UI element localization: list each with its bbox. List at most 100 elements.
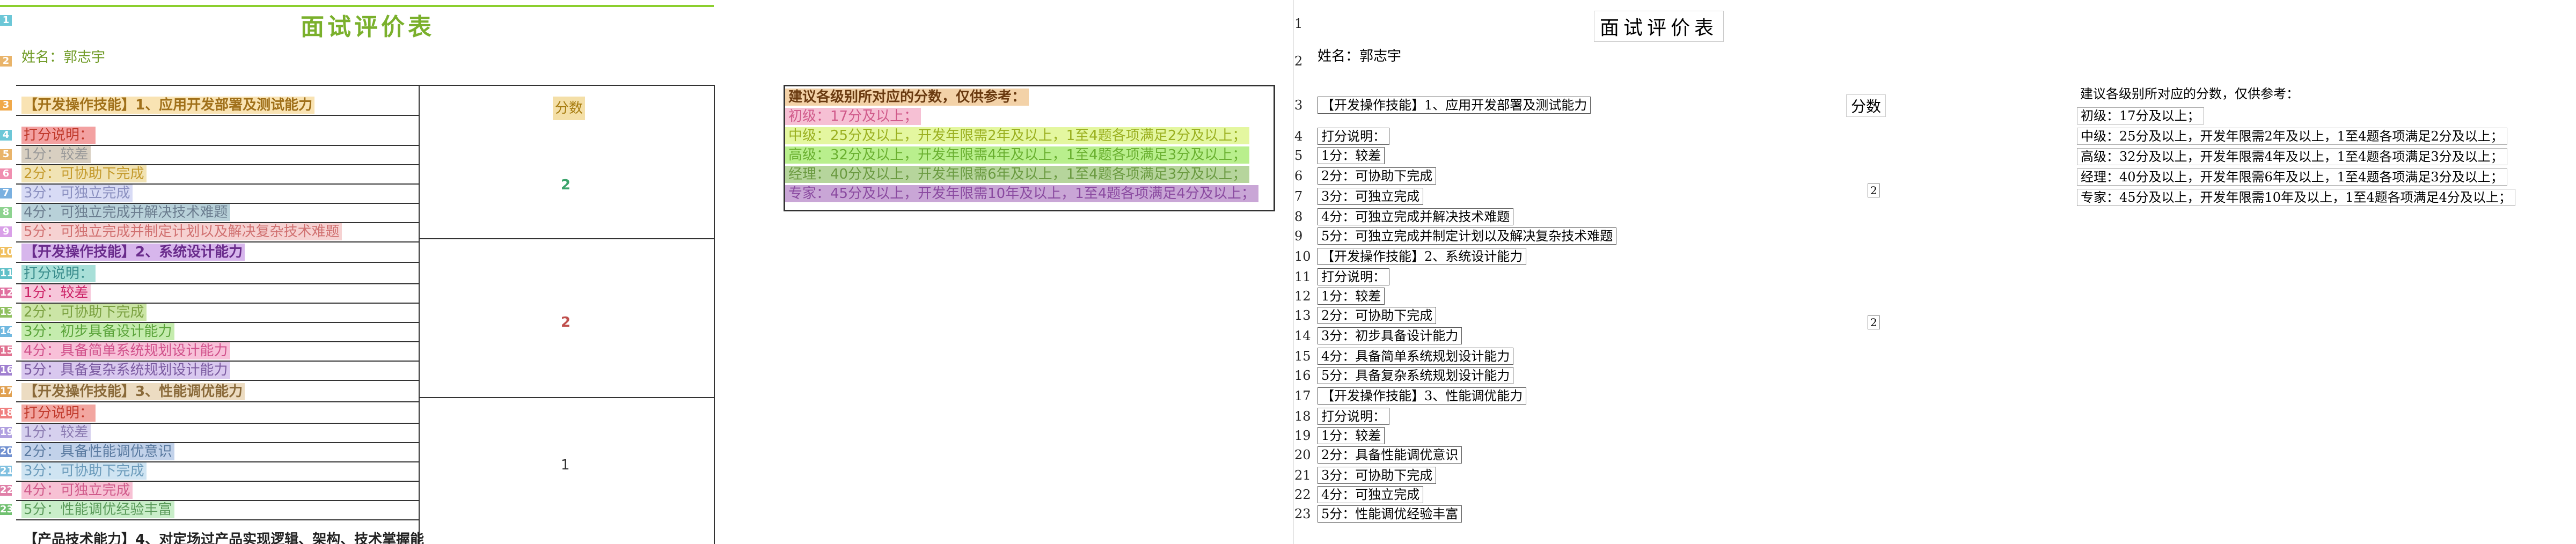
row-number-19[interactable]: 19 (0, 427, 14, 438)
row-number-3[interactable]: 3 (0, 100, 12, 111)
row-number-18[interactable]: 18 (0, 407, 14, 418)
row-number-15[interactable]: 15 (0, 345, 14, 356)
row-number-11[interactable]: 11 (0, 268, 14, 279)
criteria-cell-20[interactable]: 2分：具备性能调优意识 (21, 443, 174, 460)
table-column-divider (419, 85, 420, 544)
section-border (419, 397, 714, 398)
row-border (16, 322, 419, 323)
criteria-cell-6[interactable]: 2分：可协助下完成 (21, 165, 147, 182)
row-border (16, 500, 419, 501)
criteria-cell-12[interactable]: 1分：较差 (21, 284, 91, 302)
criteria-cell-22[interactable]: 4分：可独立完成 (21, 482, 133, 499)
table-right-border (714, 85, 715, 544)
score-header[interactable]: 分数 (553, 97, 585, 120)
row-border (16, 442, 419, 443)
preview-row-6: 6 (1294, 168, 1303, 183)
criteria-cell-4[interactable]: 打分说明： (21, 127, 96, 144)
criteria-cell-16[interactable]: 5分：具备复杂系统规划设计能力 (21, 362, 230, 379)
preview-cell-11: 打分说明： (1318, 268, 1389, 285)
criteria-cell-19[interactable]: 1分：较差 (21, 424, 91, 441)
preview-cell-6: 2分：可协助下完成 (1318, 167, 1437, 185)
partial-row-text[interactable]: 【产品技术能力】4、对定场过产品实现逻辑、架构、技术掌握能 (24, 532, 425, 544)
row-number-23[interactable]: 23 (0, 504, 14, 515)
print-preview-pane[interactable]: 1 2 面试评价表 姓名：郭志宇 分数 2 2 3【开发操作技能】1、应用开发部… (1293, 0, 2576, 544)
row-number-14[interactable]: 14 (0, 326, 14, 337)
table-top-border (16, 85, 714, 86)
preview-row-5: 5 (1294, 148, 1303, 163)
preview-cell-15: 4分：具备简单系统规划设计能力 (1318, 348, 1514, 365)
preview-cell-18: 打分说明： (1318, 408, 1389, 425)
criteria-cell-3[interactable]: 【开发操作技能】1、应用开发部署及测试能力 (21, 97, 315, 114)
reference-line-1: 初级：17分及以上； (785, 108, 921, 125)
criteria-cell-21[interactable]: 3分：可协助下完成 (21, 462, 147, 480)
criteria-cell-23[interactable]: 5分：性能调优经验丰富 (21, 501, 174, 518)
preview-row-14: 14 (1294, 328, 1311, 343)
preview-reference-line-4: 经理：40分及以上，开发年限需6年及以上，1至4题各项满足3分及以上； (2077, 168, 2507, 186)
criteria-cell-15[interactable]: 4分：具备简单系统规划设计能力 (21, 342, 230, 359)
preview-cell-22: 4分：可独立完成 (1318, 486, 1424, 503)
row-number-16[interactable]: 16 (0, 364, 14, 376)
preview-cell-16: 5分：具备复杂系统规划设计能力 (1318, 367, 1514, 384)
row-number-13[interactable]: 13 (0, 306, 14, 318)
preview-row-1: 1 (1294, 16, 1303, 31)
preview-cell-10: 【开发操作技能】2、系统设计能力 (1318, 248, 1527, 265)
criteria-cell-8[interactable]: 4分：可独立完成并解决技术难题 (21, 204, 230, 221)
criteria-cell-14[interactable]: 3分：初步具备设计能力 (21, 323, 174, 340)
preview-row-3: 3 (1294, 98, 1303, 113)
preview-reference-line-5: 专家：45分及以上，开发年限需10年及以上，1至4题各项满足4分及以上； (2077, 189, 2515, 206)
preview-row-16: 16 (1294, 368, 1311, 383)
row-border (16, 164, 419, 165)
criteria-cell-13[interactable]: 2分：可协助下完成 (21, 304, 147, 321)
criteria-cell-7[interactable]: 3分：可独立完成 (21, 185, 133, 202)
preview-cell-5: 1分：较差 (1318, 147, 1385, 164)
preview-row-22: 22 (1294, 487, 1311, 502)
score-value-3[interactable]: 1 (561, 457, 570, 473)
sheet-title: 面试评价表 (301, 13, 435, 41)
row-number-20[interactable]: 20 (0, 446, 14, 457)
reference-line-4: 经理：40分及以上，开发年限需6年及以上，1至4题各项满足3分及以上； (785, 166, 1250, 183)
preview-cell-20: 2分：具备性能调优意识 (1318, 446, 1462, 464)
preview-cell-19: 1分：较差 (1318, 427, 1385, 444)
spreadsheet-pane[interactable]: 1 2 面试评价表 姓名：郭志宇 分数 3 【开发操作技能】1、应用开发部署及测试… (0, 0, 1294, 544)
row-border (16, 341, 419, 342)
row-number-12[interactable]: 12 (0, 287, 14, 298)
preview-reference-line-3: 高级：32分及以上，开发年限需4年及以上，1至4题各项满足3分及以上； (2077, 148, 2507, 165)
row-number-4[interactable]: 4 (0, 130, 12, 141)
row-number-10[interactable]: 10 (0, 246, 14, 258)
candidate-name[interactable]: 姓名：郭志宇 (21, 49, 106, 65)
preview-score-mark-2: 2 (1868, 315, 1880, 329)
row-border (16, 401, 419, 402)
row-number-21[interactable]: 21 (0, 465, 14, 476)
criteria-cell-10[interactable]: 【开发操作技能】2、系统设计能力 (21, 244, 245, 261)
row-number-1[interactable]: 1 (0, 15, 12, 26)
reference-line-3: 高级：32分及以上，开发年限需4年及以上，1至4题各项满足3分及以上； (785, 146, 1250, 164)
row-number-22[interactable]: 22 (0, 484, 14, 496)
row-number-8[interactable]: 8 (0, 207, 12, 218)
row-number-2[interactable]: 2 (0, 56, 12, 67)
score-value-2[interactable]: 2 (561, 314, 571, 330)
criteria-cell-5[interactable]: 1分：较差 (21, 146, 91, 163)
row-border (16, 303, 419, 304)
row-border (16, 481, 419, 482)
criteria-cell-9[interactable]: 5分：可独立完成并制定计划以及解决复杂技术难题 (21, 223, 342, 240)
row-number-17[interactable]: 17 (0, 386, 14, 397)
reference-line-2: 中级：25分及以上，开发年限需2年及以上，1至4题各项满足2分及以上； (785, 127, 1250, 144)
row-number-5[interactable]: 5 (0, 149, 12, 160)
row-number-6[interactable]: 6 (0, 168, 12, 179)
preview-cell-17: 【开发操作技能】3、性能调优能力 (1318, 387, 1527, 405)
reference-box[interactable]: 建议各级别所对应的分数，仅供参考： 初级：17分及以上； 中级：25分及以上，开发… (784, 85, 1275, 211)
preview-cell-4: 打分说明： (1318, 128, 1389, 145)
preview-row-9: 9 (1294, 229, 1303, 244)
row-number-7[interactable]: 7 (0, 188, 12, 199)
title-accent-line (0, 5, 714, 7)
criteria-cell-17[interactable]: 【开发操作技能】3、性能调优能力 (21, 383, 245, 400)
row-border (16, 183, 419, 185)
criteria-cell-18[interactable]: 打分说明： (21, 405, 96, 422)
preview-reference-line-2: 中级：25分及以上，开发年限需2年及以上，1至4题各项满足2分及以上； (2077, 128, 2507, 145)
criteria-cell-11[interactable]: 打分说明： (21, 265, 96, 282)
reference-title: 建议各级别所对应的分数，仅供参考： (785, 89, 1029, 106)
score-value-1[interactable]: 2 (561, 177, 571, 193)
row-border (16, 203, 419, 204)
preview-score-header: 分数 (1846, 94, 1886, 117)
row-number-9[interactable]: 9 (0, 226, 12, 237)
